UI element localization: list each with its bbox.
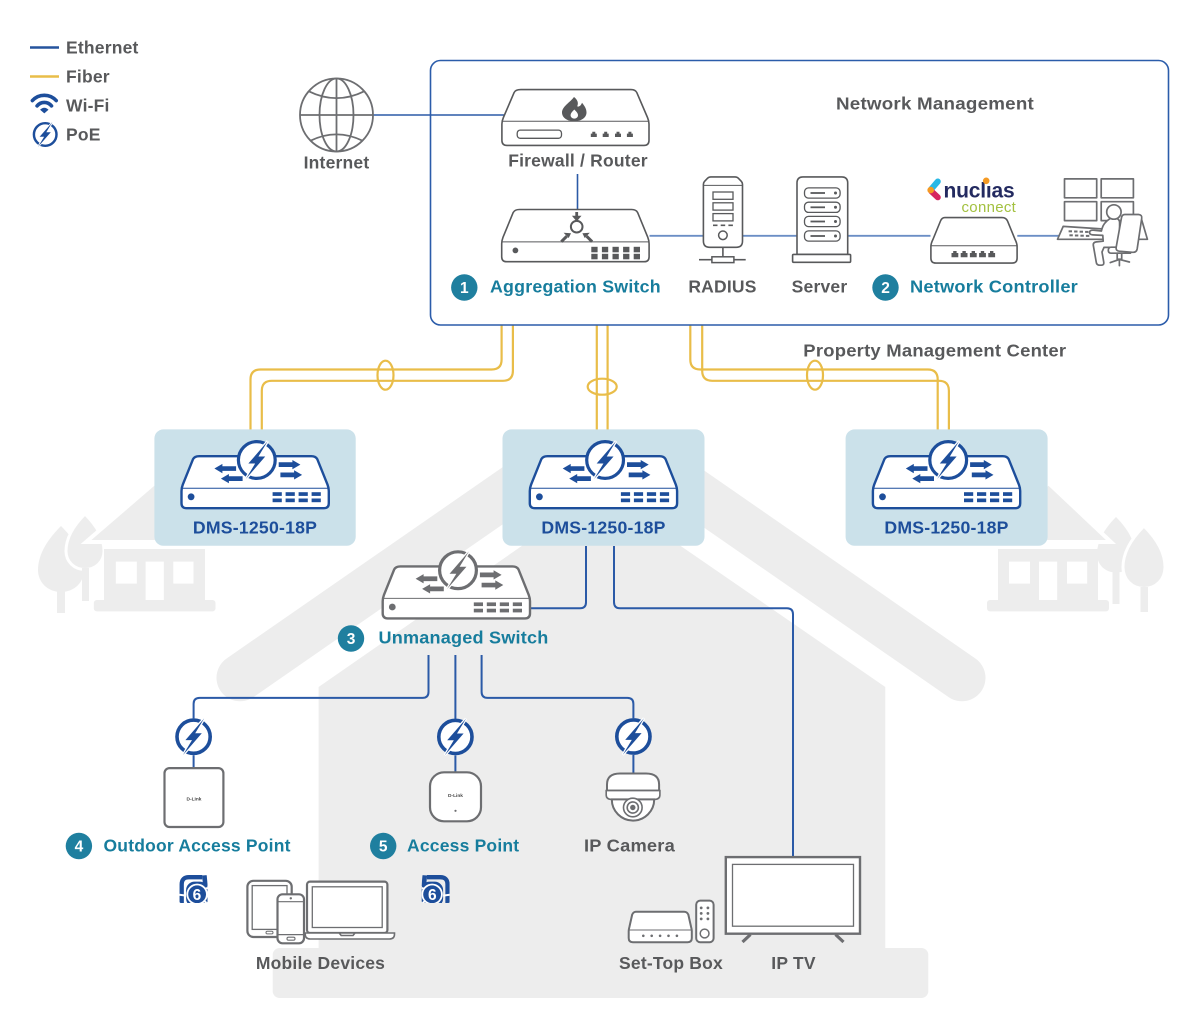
svg-text:Mobile Devices: Mobile Devices bbox=[256, 953, 385, 973]
svg-text:Wi-Fi: Wi-Fi bbox=[66, 96, 110, 116]
svg-text:DMS-1250-18P: DMS-1250-18P bbox=[541, 517, 665, 537]
svg-text:Firewall / Router: Firewall / Router bbox=[508, 151, 648, 171]
svg-text:6: 6 bbox=[193, 887, 202, 904]
svg-text:IP TV: IP TV bbox=[771, 953, 816, 973]
svg-text:Ethernet: Ethernet bbox=[66, 38, 139, 58]
svg-text:RADIUS: RADIUS bbox=[688, 277, 756, 297]
svg-text:Internet: Internet bbox=[304, 153, 370, 173]
svg-text:3: 3 bbox=[347, 631, 356, 648]
svg-text:1: 1 bbox=[460, 280, 469, 297]
svg-text:D-Link: D-Link bbox=[448, 793, 463, 799]
svg-text:Network Controller: Network Controller bbox=[910, 277, 1078, 297]
svg-text:DMS-1250-18P: DMS-1250-18P bbox=[193, 517, 317, 537]
svg-text:Network Management: Network Management bbox=[836, 94, 1034, 114]
svg-text:Aggregation Switch: Aggregation Switch bbox=[490, 277, 661, 297]
svg-text:D-Link: D-Link bbox=[187, 797, 202, 803]
svg-text:nuclıas: nuclıas bbox=[944, 179, 1015, 202]
svg-text:2: 2 bbox=[881, 280, 890, 297]
svg-text:DMS-1250-18P: DMS-1250-18P bbox=[884, 517, 1008, 537]
svg-text:Set-Top Box: Set-Top Box bbox=[619, 953, 723, 973]
svg-text:6: 6 bbox=[428, 887, 437, 904]
svg-text:Server: Server bbox=[792, 277, 848, 297]
svg-text:Access Point: Access Point bbox=[407, 836, 519, 856]
svg-text:5: 5 bbox=[379, 839, 388, 856]
svg-text:PoE: PoE bbox=[66, 125, 101, 145]
svg-text:Property Management Center: Property Management Center bbox=[803, 341, 1066, 361]
svg-text:Fiber: Fiber bbox=[66, 67, 110, 87]
svg-text:IP Camera: IP Camera bbox=[584, 836, 675, 856]
svg-text:4: 4 bbox=[75, 839, 84, 856]
svg-text:Outdoor Access Point: Outdoor Access Point bbox=[104, 836, 291, 856]
svg-text:Unmanaged Switch: Unmanaged Switch bbox=[379, 628, 549, 648]
svg-text:connect: connect bbox=[962, 199, 1017, 216]
